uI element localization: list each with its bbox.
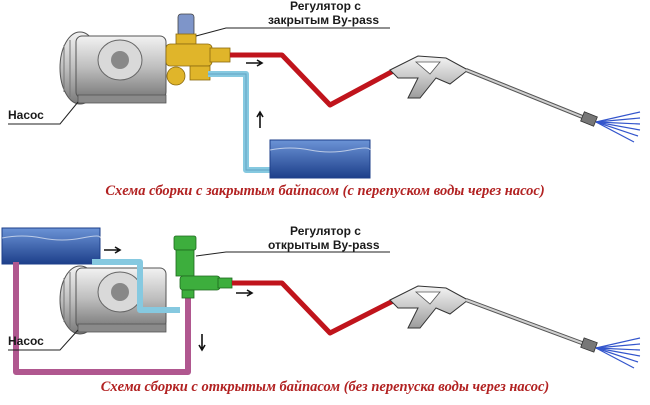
- regulator-open-bypass: [173, 235, 233, 299]
- bypass-hose-bottom: [13, 262, 191, 375]
- flow-arrow-right-top: [246, 59, 264, 67]
- suction-hose-bottom: [92, 259, 180, 313]
- flow-arrow-down-bottom: [198, 334, 206, 352]
- pump-top: [59, 31, 167, 105]
- flow-arrow-right-bottom-b: [236, 289, 254, 297]
- water-tank-top: [269, 139, 371, 179]
- flow-arrow-right-bottom-a: [104, 246, 122, 254]
- caption-bottom: Схема сборки с открытым байпасом (без пе…: [100, 379, 550, 395]
- water-tank-bottom: [1, 227, 101, 265]
- pump-label-bottom: Насос: [8, 334, 44, 348]
- pressure-hose-bottom: [232, 280, 397, 336]
- pump-bottom: [59, 265, 167, 335]
- top-scheme: [8, 13, 641, 179]
- spray-gun-top: [389, 55, 598, 127]
- pump-leader-bottom: [8, 329, 79, 351]
- regulator-label-bottom-line2: открытым By-pass: [268, 238, 380, 252]
- pump-leader-top: [8, 101, 79, 125]
- spray-gun-bottom: [389, 285, 598, 353]
- pressure-hose-top: [230, 52, 397, 108]
- regulator-leader-bottom: [195, 251, 390, 257]
- caption-top: Схема сборки с закрытым байпасом (с пере…: [105, 183, 545, 199]
- regulator-label-top-line2: закрытым By-pass: [268, 13, 380, 27]
- water-spray-bottom: [595, 337, 641, 369]
- flow-arrow-up-top: [256, 110, 264, 128]
- water-spray-top: [595, 111, 641, 143]
- regulator-closed-bypass: [165, 13, 231, 86]
- regulator-label-bottom-line1: Регулятор с: [290, 224, 361, 238]
- regulator-leader-top: [195, 27, 390, 37]
- pump-label-top: Насос: [8, 108, 44, 122]
- suction-hose-top: [208, 71, 276, 173]
- regulator-label-top-line1: Регулятор с: [290, 0, 361, 13]
- bottom-scheme: [1, 227, 641, 375]
